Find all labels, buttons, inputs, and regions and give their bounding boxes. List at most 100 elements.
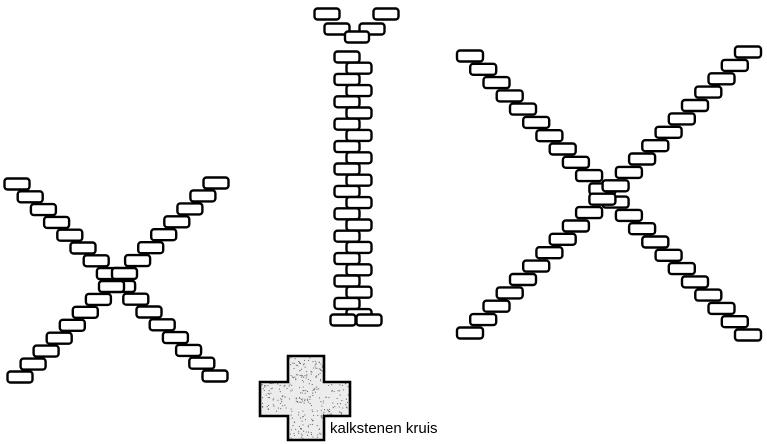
brick (347, 108, 372, 119)
brick (335, 231, 360, 242)
brick (470, 314, 496, 325)
brick (5, 179, 30, 190)
brick (510, 104, 536, 115)
brick (656, 127, 682, 138)
brick (374, 9, 399, 20)
brick (347, 63, 372, 74)
brick (137, 307, 162, 318)
brick (335, 96, 360, 107)
brick (335, 119, 360, 130)
brick (204, 178, 229, 189)
brick (347, 85, 372, 96)
brick (656, 250, 682, 261)
brick (484, 301, 510, 312)
brick (34, 346, 59, 357)
brick (642, 140, 668, 151)
brick (523, 261, 549, 272)
brick (497, 90, 523, 101)
brick (203, 371, 228, 382)
brick (8, 372, 33, 383)
brick (335, 208, 360, 219)
brick (60, 320, 85, 331)
brick (57, 230, 82, 241)
brick (335, 164, 360, 175)
brick (150, 319, 175, 330)
brick (669, 113, 695, 124)
brick (138, 242, 163, 253)
brick (335, 186, 360, 197)
brick (31, 204, 56, 215)
brick (71, 243, 96, 254)
brick (682, 100, 708, 111)
brick (357, 315, 382, 326)
x-right-figure (457, 47, 761, 341)
brick (345, 32, 369, 43)
brick (457, 328, 483, 339)
brick (189, 358, 214, 369)
brick (335, 298, 360, 309)
brick (331, 315, 356, 326)
brick (457, 51, 483, 62)
legend: kalkstenen kruis (260, 356, 438, 440)
brick (550, 234, 576, 245)
brick (669, 263, 695, 274)
brick (347, 175, 372, 186)
brick (576, 207, 602, 218)
brick (112, 268, 137, 279)
brick (335, 276, 360, 287)
brick (682, 276, 708, 287)
brick (616, 167, 642, 178)
brick (497, 287, 523, 298)
brick (335, 52, 360, 63)
brick (722, 60, 748, 71)
brick (86, 294, 111, 305)
brick (629, 223, 655, 234)
brick (99, 281, 124, 292)
brick (347, 287, 372, 298)
brick (18, 191, 43, 202)
brick (123, 294, 148, 305)
brick (589, 194, 615, 205)
brick (709, 303, 735, 314)
brick (347, 242, 372, 253)
brick (603, 180, 629, 191)
brick (536, 247, 562, 258)
brick (44, 217, 69, 228)
legend-label: kalkstenen kruis (330, 420, 438, 437)
brick (190, 190, 215, 201)
brick (563, 221, 589, 232)
brick (347, 220, 372, 231)
brick (709, 73, 735, 84)
brick (347, 264, 372, 275)
brick (347, 197, 372, 208)
brick (163, 332, 188, 343)
brick (550, 144, 576, 155)
brick (335, 141, 360, 152)
brick (73, 307, 98, 318)
brick (629, 154, 655, 165)
brick (151, 229, 176, 240)
brick (484, 77, 510, 88)
brick (722, 316, 748, 327)
brick (347, 130, 372, 141)
brick (335, 253, 360, 264)
brick (563, 157, 589, 168)
brick (470, 64, 496, 75)
brick (536, 130, 562, 141)
brick (21, 359, 46, 370)
brick (616, 210, 642, 221)
i-middle-figure (315, 9, 399, 326)
brick (695, 87, 721, 98)
x-left-figure (5, 178, 229, 383)
brick (315, 9, 340, 20)
brick (510, 274, 536, 285)
brick (347, 152, 372, 163)
brick (735, 47, 761, 58)
brick (735, 330, 761, 341)
brick (523, 117, 549, 128)
brick (177, 203, 202, 214)
brick (176, 345, 201, 356)
brick (642, 237, 668, 248)
brick (47, 333, 72, 344)
